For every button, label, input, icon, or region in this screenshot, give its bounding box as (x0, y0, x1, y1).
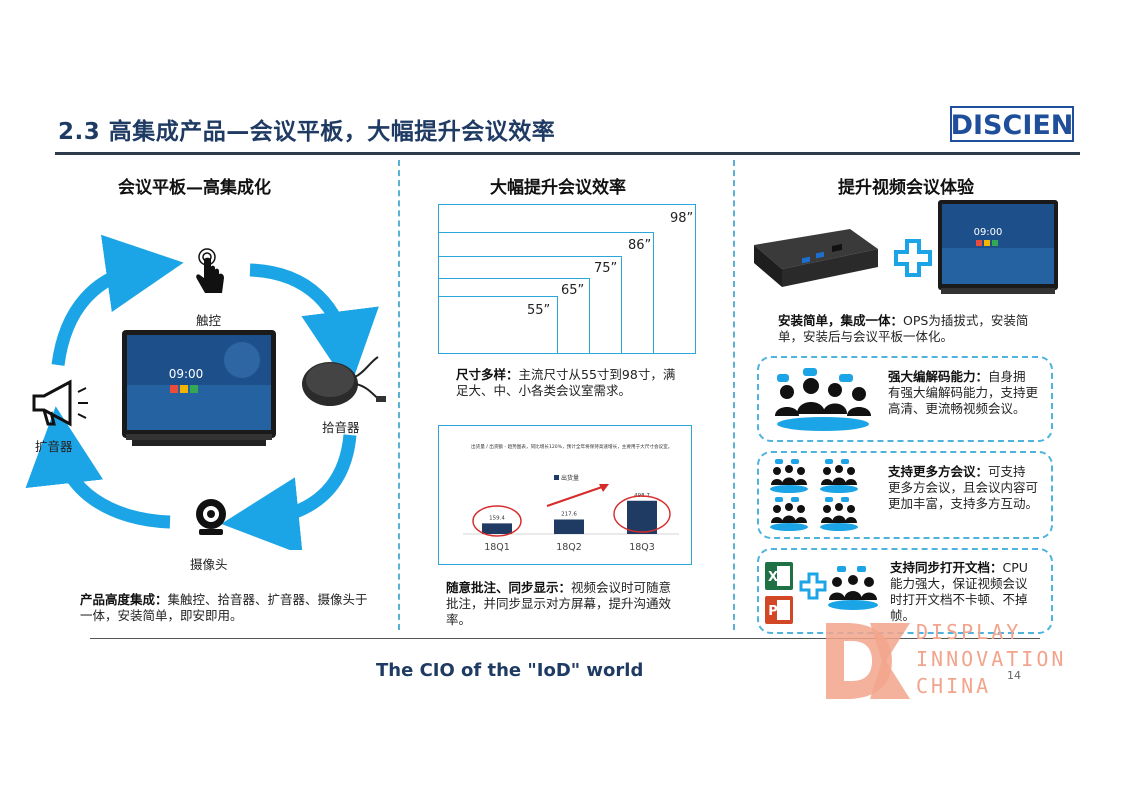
microphone-device-image (300, 352, 390, 416)
video-meeting-group-icon (775, 368, 871, 431)
sizes-description: 尺寸多样：主流尺寸从55寸到98寸，满足大、中、小各类会议室需求。 (456, 367, 676, 398)
ops-module-image (752, 225, 880, 295)
shipment-chart: 出货量 / 出货额 - 趋势图表，同比增长120%，预计全年将保持高速增长，主要… (463, 443, 679, 553)
x-tick-18Q1: 18Q1 (484, 542, 510, 553)
size-box-55 (438, 296, 558, 354)
left-description: 产品高度集成：集触控、拾音器、扩音器、摄像头于一体，安装简单，即安即用。 (80, 592, 368, 623)
bar-value-18Q1: 159.4 (489, 515, 505, 521)
camera-label: 摄像头 (190, 557, 228, 572)
feature-multiparty-text: 支持更多方会议：可支持更多方会议，且会议内容可更加丰富，支持多方互动。 (888, 464, 1039, 511)
arrow-bottom-right (221, 434, 357, 550)
growth-arrow-head (599, 484, 609, 492)
screen-size-diagram: 98” 86” 75” 65” 55” (438, 204, 698, 356)
webcam-icon (193, 498, 229, 542)
page-title: 2.3 高集成产品—会议平板，大幅提升会议效率 (58, 119, 556, 145)
cycle-arrows-diagram (25, 234, 379, 550)
bar-value-18Q2: 217.6 (561, 511, 577, 517)
middle-heading: 大幅提升会议效率 (490, 178, 626, 198)
column-divider-1 (398, 160, 400, 630)
footer-slogan: The CIO of the "IoD" world (376, 660, 644, 681)
svg-text:09:00: 09:00 (169, 367, 204, 381)
shipment-chart-frame: 出货量 / 出货额 - 趋势图表，同比增长120%，预计全年将保持高速增长，主要… (438, 425, 692, 565)
title-divider (55, 152, 1080, 155)
meeting-group-icon-small (828, 566, 878, 610)
watermark-line-2: INNOVATION (916, 647, 1067, 671)
feature-box-codec (757, 356, 1053, 442)
svg-text:P: P (768, 604, 778, 619)
mic-label: 拾音器 (322, 420, 360, 435)
svg-text:X: X (768, 570, 778, 585)
watermark-logo (826, 623, 910, 699)
bar-18Q2 (554, 519, 584, 534)
left-heading: 会议平板—高集成化 (118, 178, 271, 198)
conference-panel-image: 09:00 (122, 330, 276, 452)
excel-icon: X (765, 562, 793, 594)
multiparty-meeting-icon (770, 459, 858, 531)
install-description: 安装简单，集成一体：OPS为插拔式，安装简单，安装后与会议平板一体化。 (778, 313, 1029, 344)
page-number: 14 (1007, 669, 1021, 682)
conference-panel-image-small: 09:00 (938, 200, 1058, 302)
svg-text:09:00: 09:00 (974, 227, 1003, 238)
watermark-line-3: CHINA (916, 674, 992, 698)
size-label-55: 55” (527, 303, 551, 318)
highlight-circle-18Q1 (472, 505, 522, 537)
feature-box-documents: X P (757, 548, 1053, 634)
touch-label: 触控 (196, 313, 222, 328)
megaphone-icon (30, 378, 94, 434)
bar-18Q1 (482, 523, 512, 534)
plus-icon-small (799, 572, 827, 604)
size-label-65: 65” (561, 283, 585, 298)
touch-icon (190, 248, 230, 302)
legend-swatch (554, 475, 559, 480)
size-label-98: 98” (670, 211, 694, 226)
svg-text:DISCIEN: DISCIEN (951, 110, 1074, 141)
growth-arrow-line (546, 485, 606, 507)
annotation-description: 随意批注、同步显示：视频会议时可随意批注，并同步显示对方屏幕，提升沟通效率。 (446, 580, 672, 627)
bar-18Q3 (627, 500, 657, 534)
watermark-line-1: DISPLAY (916, 620, 1022, 644)
feature-documents-text: 支持同步打开文档：CPU能力强大，保证视频会议时打开文档不卡顿、不掉帧。 (890, 560, 1028, 623)
speaker-label: 扩音器 (35, 439, 73, 454)
plus-icon (893, 238, 933, 282)
x-tick-18Q3: 18Q3 (629, 542, 655, 553)
right-heading: 提升视频会议体验 (838, 178, 974, 198)
arrow-top-left (51, 234, 184, 366)
arrow-top-right (249, 263, 379, 389)
feature-box-multiparty (757, 451, 1053, 539)
x-tick-18Q2: 18Q2 (556, 542, 582, 553)
highlight-circle-18Q3 (613, 495, 671, 533)
size-label-75: 75” (594, 261, 618, 276)
brand-logo: DISCIEN (950, 106, 1074, 142)
powerpoint-icon: P (765, 596, 793, 628)
size-label-86: 86” (628, 238, 652, 253)
arrow-bottom-left (25, 406, 171, 529)
chart-title: 出货量 / 出货额 - 趋势图表，同比增长120%，预计全年将保持高速增长，主要… (471, 443, 672, 450)
footer-divider (90, 638, 1040, 639)
feature-codec-text: 强大编解码能力：自身拥有强大编解码能力，支持更高清、更流畅视频会议。 (888, 369, 1039, 416)
column-divider-2 (733, 160, 735, 630)
legend-label: 出货量 (561, 474, 579, 482)
